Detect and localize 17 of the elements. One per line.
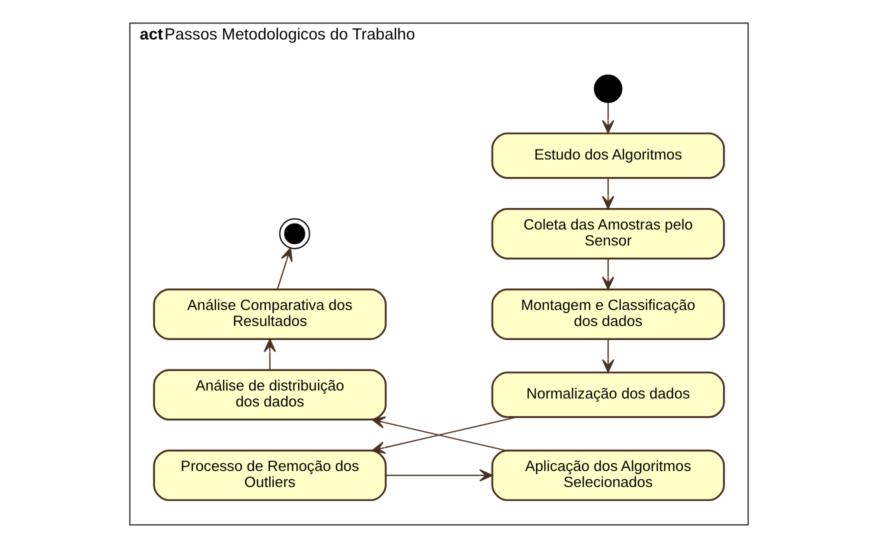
arrow	[602, 258, 614, 290]
node-box: Montagem e Classificação dos dados	[491, 288, 725, 340]
arrow	[386, 469, 493, 482]
node-bullseye	[279, 218, 310, 250]
arrow	[602, 178, 614, 210]
arrow	[264, 338, 276, 370]
arrow	[602, 102, 614, 134]
node-box: Coleta das Amostras pelo Sensor	[491, 208, 725, 260]
node-box: Normalização dos dados	[491, 372, 725, 418]
node-circle	[594, 74, 622, 104]
arrow	[602, 339, 614, 373]
arrow	[276, 248, 293, 290]
node-box: Análise Comparativa dos Resultados	[153, 288, 387, 340]
node-box: Estudo dos Algoritmos	[491, 132, 725, 179]
node-box: Análise de distribuição dos dados	[153, 369, 387, 421]
node-box: Aplicação dos Algoritmos Selecionados	[491, 450, 725, 502]
node-box: Processo de Remoção dos Outliers	[153, 450, 387, 502]
